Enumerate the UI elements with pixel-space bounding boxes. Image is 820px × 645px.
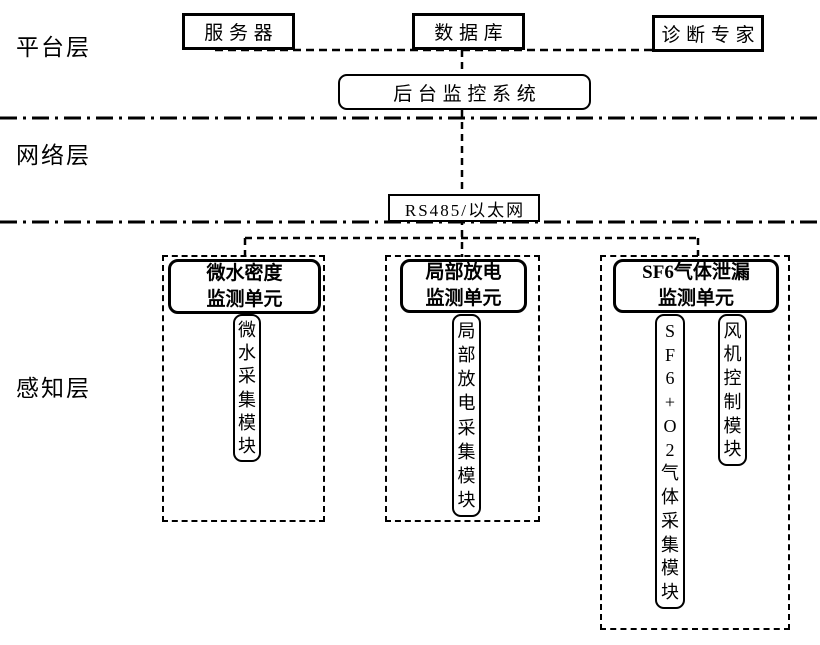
- unit-sf6-title: SF6气体泄漏 监测单元: [613, 259, 779, 313]
- unit-partial-discharge-title: 局部放电 监测单元: [400, 259, 527, 313]
- unit-microwater-density: 微水密度 监测单元 微水采集模块: [162, 255, 325, 522]
- layer-label-network: 网络层: [16, 143, 91, 168]
- server-box: 服务器: [182, 13, 295, 50]
- diagnosis-expert-box: 诊断专家: [652, 15, 764, 52]
- unit-microwater-title: 微水密度 监测单元: [168, 259, 321, 314]
- layer-label-perception: 感知层: [16, 376, 91, 401]
- module-microwater-collection: 微水采集模块: [233, 314, 261, 462]
- backend-monitor-system-box: 后台监控系统: [338, 74, 591, 110]
- layer-label-platform: 平台层: [16, 35, 91, 60]
- module-fan-control: 风机控制模块: [718, 314, 747, 466]
- module-partial-discharge-collection: 局部放电采集模块: [452, 314, 481, 517]
- unit-partial-discharge: 局部放电 监测单元 局部放电采集模块: [385, 255, 540, 522]
- rs485-ethernet-box: RS485/以太网: [388, 194, 540, 222]
- database-box: 数据库: [412, 13, 525, 50]
